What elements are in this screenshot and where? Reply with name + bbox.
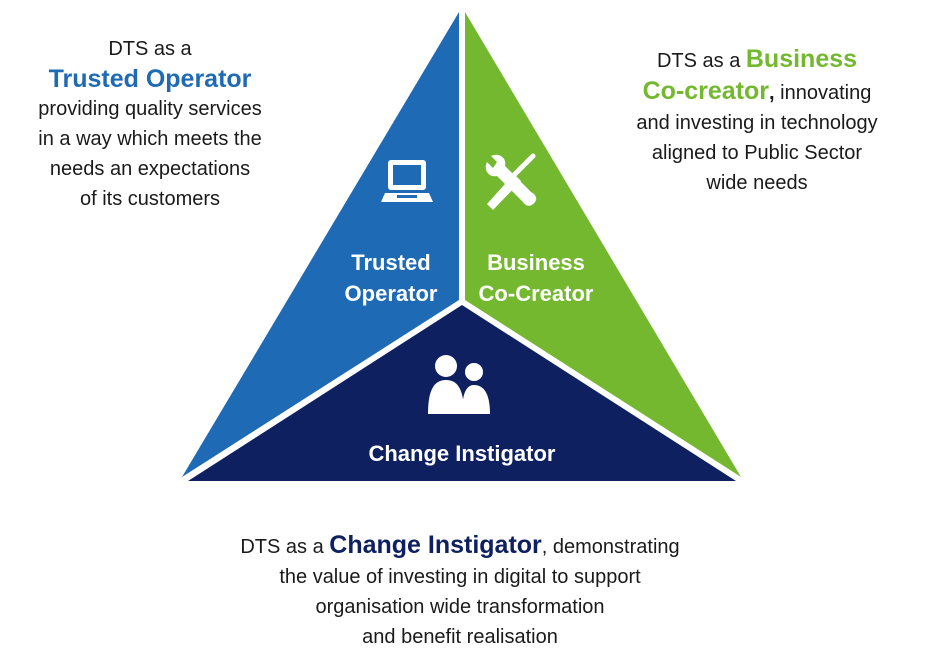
trusted-operator-label-line1: Trusted [351, 250, 430, 275]
business-cocreator-label-line2: Co-Creator [479, 281, 594, 306]
caption-first-line: DTS as a Change Instigator, demonstratin… [150, 530, 770, 562]
change-instigator-segment [188, 305, 736, 481]
caption-highlight: Business [745, 45, 858, 73]
people-icon [428, 355, 490, 414]
business-cocreator-segment [465, 12, 741, 477]
caption-prefix: DTS as a [656, 50, 746, 72]
caption-line: and investing in technology [636, 112, 878, 134]
caption-highlight: Trusted Operator [48, 65, 252, 93]
caption-first-line: DTS as a Business [602, 44, 912, 76]
trusted-operator-segment [182, 12, 459, 477]
change-instigator-caption: DTS as a Change Instigator, demonstratin… [150, 530, 770, 652]
caption-line: of its customers [79, 188, 221, 210]
caption-line: the value of investing in digital to sup… [279, 566, 641, 588]
trusted-operator-caption: DTS as a Trusted Operator providing qual… [0, 34, 300, 214]
caption-highlight: Co-creator [642, 77, 770, 105]
caption-prefix: DTS as a [240, 536, 330, 558]
caption-comma: , [769, 82, 775, 104]
caption-line: and benefit realisation [362, 626, 558, 648]
business-cocreator-caption: DTS as a Business Co-creator, innovating… [602, 44, 912, 198]
caption-line-rest: , demonstrating [541, 536, 680, 558]
tools-icon [485, 153, 537, 210]
caption-line: aligned to Public Sector [651, 142, 863, 164]
caption-highlight: Change Instigator [329, 531, 542, 559]
caption-line: needs an expectations [49, 158, 251, 180]
caption-prefix: DTS as a [108, 38, 192, 60]
caption-line: organisation wide transformation [315, 596, 605, 618]
laptop-icon [381, 160, 433, 202]
business-cocreator-label-line1: Business [487, 250, 585, 275]
caption-line: in a way which meets the [38, 128, 262, 150]
trusted-operator-label-line2: Operator [345, 281, 438, 306]
caption-line: wide needs [706, 172, 808, 194]
caption-line: providing quality services [38, 98, 262, 120]
caption-line-rest: innovating [774, 82, 872, 104]
caption-second-line: Co-creator, innovating [602, 76, 912, 108]
change-instigator-label: Change Instigator [368, 441, 555, 466]
